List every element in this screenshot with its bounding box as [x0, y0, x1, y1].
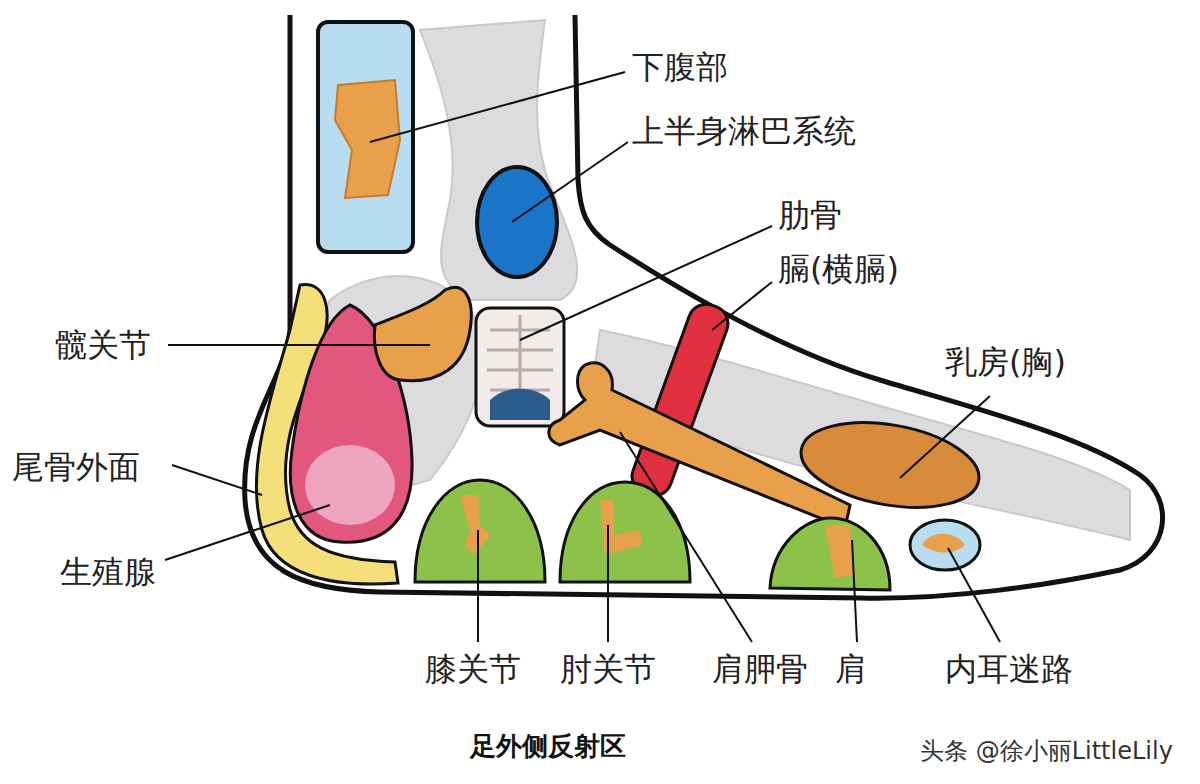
region-label: 尾骨外面 [12, 450, 140, 485]
region-label: 肩 [835, 652, 867, 687]
region-label: 乳房(胸) [945, 345, 1066, 380]
region-label: 膝关节 [425, 652, 521, 687]
region-label: 肘关节 [560, 652, 656, 687]
region-label: 上半身淋巴系统 [632, 114, 856, 149]
watermark: 头条 @徐小丽LittleLily [920, 738, 1173, 764]
region-label: 髋关节 [55, 328, 151, 363]
region-label: 肩胛骨 [712, 652, 808, 687]
diagram-title: 足外侧反射区 [470, 732, 626, 761]
region-label: 肋骨 [778, 198, 842, 233]
region-label: 膈(横膈) [778, 252, 899, 287]
region-label: 内耳迷路 [945, 652, 1073, 687]
region-label: 下腹部 [632, 50, 728, 85]
region-label: 生殖腺 [60, 555, 156, 590]
